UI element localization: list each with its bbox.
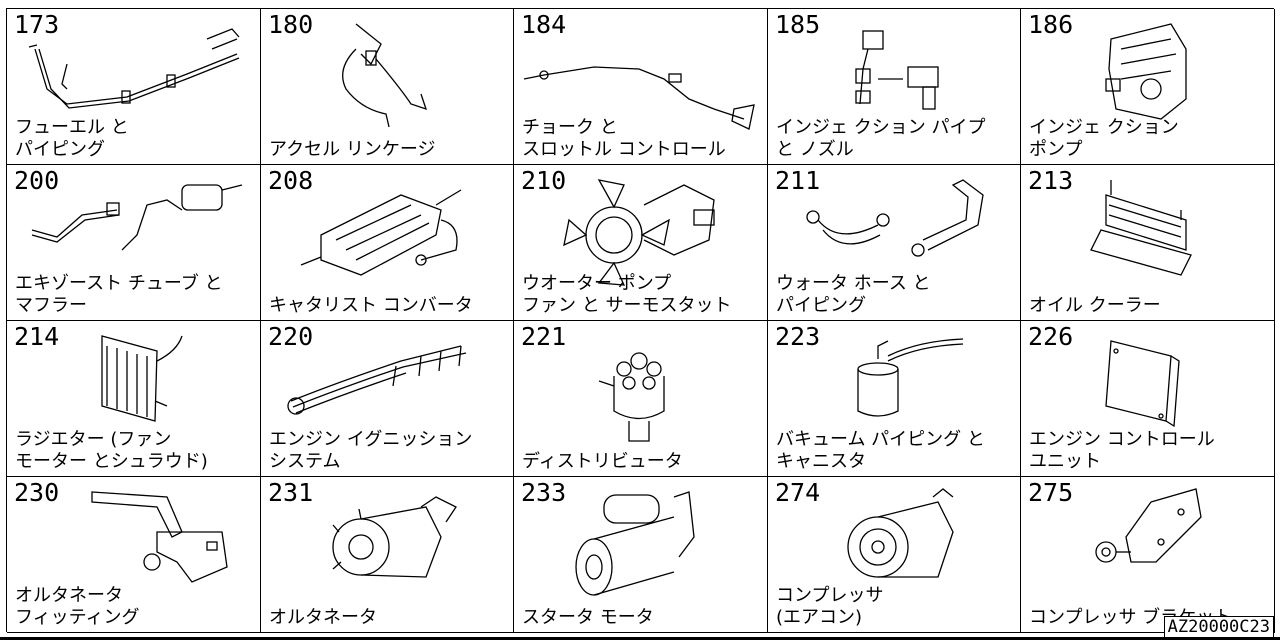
part-label: オイル クーラー — [1029, 295, 1161, 316]
part-cell-208[interactable]: 208 キャタリスト コンバータ — [261, 165, 514, 321]
part-number: 214 — [14, 322, 60, 351]
diagram-code: AZ20000C23 — [1163, 616, 1274, 638]
injection-pipe-nozzle-illustration — [855, 30, 939, 110]
part-label: チョーク と スロットル コントロール — [522, 117, 726, 160]
alternator-illustration — [332, 496, 457, 578]
part-label: ウォータ ホース と パイピング — [776, 273, 931, 316]
parts-index-grid: 173 フューエル と パイピング 180 アクセル リンケージ 184 チョー… — [6, 8, 1275, 633]
part-label: エンジン イグニッション システム — [269, 429, 473, 472]
part-number: 231 — [268, 478, 314, 507]
part-cell-200[interactable]: 200 エキゾースト チューブ と マフラー — [7, 165, 261, 321]
ac-compressor-illustration — [847, 488, 954, 578]
part-number: 223 — [775, 322, 821, 351]
part-number: 220 — [268, 322, 314, 351]
part-cell-213[interactable]: 213 オイル クーラー — [1021, 165, 1275, 321]
part-label: コンプレッサ (エアコン) — [776, 585, 884, 628]
part-cell-214[interactable]: 214 ラジエター (ファン モーター とシュラウド) — [7, 321, 261, 477]
part-label: スタータ モータ — [522, 607, 654, 628]
part-label: インジェ クション ポンプ — [1029, 117, 1179, 160]
part-number: 184 — [521, 10, 567, 39]
part-number: 274 — [775, 478, 821, 507]
engine-control-unit-illustration — [1105, 340, 1180, 428]
compressor-bracket-illustration — [1095, 488, 1202, 563]
part-number: 186 — [1028, 10, 1074, 39]
part-cell-173[interactable]: 173 フューエル と パイピング — [7, 9, 261, 165]
part-label: オルタネータ — [269, 607, 377, 628]
choke-throttle-cable-illustration — [523, 66, 755, 130]
part-cell-223[interactable]: 223 バキューム パイピング と キャニスタ — [768, 321, 1021, 477]
part-cell-185[interactable]: 185 インジェ クション パイプ と ノズル — [768, 9, 1021, 165]
accelerator-linkage-illustration — [342, 23, 428, 128]
part-label: アクセル リンケージ — [269, 139, 436, 160]
alternator-fitting-illustration — [91, 491, 228, 583]
part-label: ラジエター (ファン モーター とシュラウド) — [15, 429, 208, 472]
part-cell-184[interactable]: 184 チョーク と スロットル コントロール — [514, 9, 768, 165]
part-number: 200 — [14, 166, 60, 195]
part-number: 173 — [14, 10, 60, 39]
water-hose-illustration — [806, 179, 984, 257]
part-cell-231[interactable]: 231 オルタネータ — [261, 477, 514, 633]
distributor-illustration — [598, 352, 665, 442]
vacuum-canister-illustration — [857, 338, 964, 417]
part-number: 180 — [268, 10, 314, 39]
part-number: 221 — [521, 322, 567, 351]
ignition-system-illustration — [287, 345, 467, 415]
injection-pump-illustration — [1105, 23, 1187, 120]
part-number: 208 — [268, 166, 314, 195]
part-cell-221[interactable]: 221 ディストリビュータ — [514, 321, 768, 477]
part-label: インジェ クション パイプ と ノズル — [776, 117, 986, 160]
radiator-illustration — [101, 335, 183, 422]
part-number: 213 — [1028, 166, 1074, 195]
part-label: バキューム パイピング と キャニスタ — [776, 429, 985, 472]
oil-cooler-illustration — [1090, 180, 1192, 276]
part-cell-210[interactable]: 210 ウオーター ポンプ ファン と サーモスタット — [514, 165, 768, 321]
starter-motor-illustration — [575, 491, 695, 596]
part-label: ウオーター ポンプ ファン と サーモスタット — [522, 273, 732, 316]
part-number: 210 — [521, 166, 567, 195]
part-number: 275 — [1028, 478, 1074, 507]
bottom-rule — [0, 637, 1280, 640]
exhaust-muffler-illustration — [31, 184, 243, 251]
part-cell-211[interactable]: 211 ウォータ ホース と パイピング — [768, 165, 1021, 321]
part-label: オルタネータ フィッティング — [15, 585, 140, 628]
part-cell-220[interactable]: 220 エンジン イグニッション システム — [261, 321, 514, 477]
part-label: エンジン コントロール ユニット — [1029, 429, 1215, 472]
part-cell-275[interactable]: 275 コンプレッサ ブラケット — [1021, 477, 1275, 633]
part-cell-230[interactable]: 230 オルタネータ フィッティング — [7, 477, 261, 633]
fuel-piping-illustration — [28, 28, 240, 109]
part-label: キャタリスト コンバータ — [269, 295, 473, 316]
part-number: 230 — [14, 478, 60, 507]
part-label: ディストリビュータ — [522, 451, 683, 472]
part-number: 185 — [775, 10, 821, 39]
part-label: フューエル と パイピング — [15, 117, 129, 160]
part-label: エキゾースト チューブ と マフラー — [15, 273, 223, 316]
part-cell-233[interactable]: 233 スタータ モータ — [514, 477, 768, 633]
catalytic-converter-illustration — [300, 189, 462, 276]
part-cell-274[interactable]: 274 コンプレッサ (エアコン) — [768, 477, 1021, 633]
water-pump-fan-illustration — [563, 179, 715, 286]
part-cell-180[interactable]: 180 アクセル リンケージ — [261, 9, 514, 165]
part-number: 226 — [1028, 322, 1074, 351]
part-cell-226[interactable]: 226 エンジン コントロール ユニット — [1021, 321, 1275, 477]
part-number: 211 — [775, 166, 821, 195]
part-number: 233 — [521, 478, 567, 507]
part-cell-186[interactable]: 186 インジェ クション ポンプ — [1021, 9, 1275, 165]
